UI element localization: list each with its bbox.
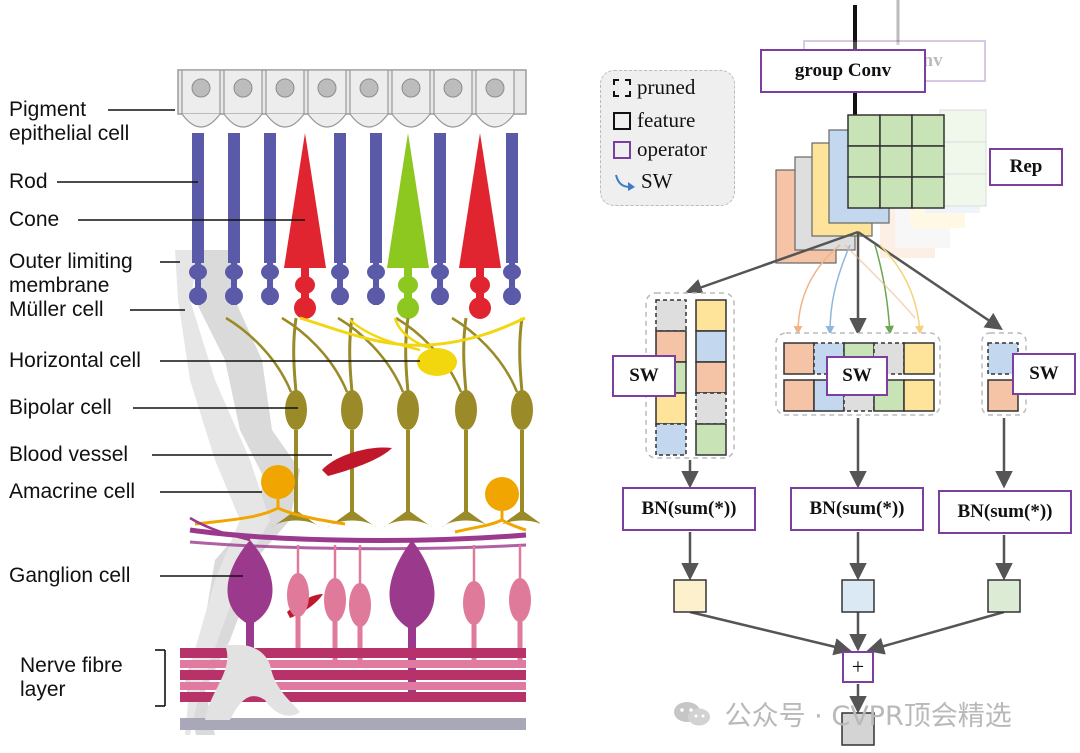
sw-colored-arrows: [793, 244, 925, 335]
cone-cell: [387, 133, 429, 319]
label-cone: Cone: [9, 208, 60, 231]
bn-sum-box-2: BN(sum(*)): [790, 487, 924, 531]
pigment-cell: [349, 69, 389, 128]
bipolar-cell: [451, 316, 540, 528]
output-square-1: [673, 579, 707, 613]
horizontal-cell: [299, 316, 526, 376]
legend-operator-label: operator: [637, 137, 707, 161]
label-leader-lines: [57, 109, 420, 707]
rep-box: Rep: [989, 148, 1063, 186]
label-horizontal: Horizontal cell: [9, 349, 141, 372]
bipolar-cell: [225, 316, 321, 528]
wechat-icon: [672, 700, 712, 728]
pigment-cell: [307, 69, 347, 128]
feature-stack: [775, 114, 945, 264]
legend-feature: feature: [613, 108, 695, 133]
small-ganglion-cell: [349, 545, 371, 665]
amacrine-cells: [194, 465, 527, 534]
small-ganglion-cell: [463, 545, 485, 663]
pigment-cell: [433, 69, 473, 128]
flow-arrows: [681, 418, 1013, 714]
sw-box-3: SW: [1012, 353, 1076, 395]
label-rod: Rod: [9, 170, 48, 193]
pigment-cell: [223, 69, 263, 128]
legend-feature-label: feature: [637, 108, 696, 132]
final-output-square: [841, 712, 875, 746]
blood-vessel: [322, 447, 392, 476]
bipolar-cell-layer: [225, 316, 540, 528]
label-nerve-line2: layer: [20, 678, 66, 701]
photoreceptor-layer: [189, 133, 521, 319]
pigment-epithelial-layer: [177, 69, 527, 128]
label-nerve-line1: Nerve fibre: [20, 654, 123, 677]
bipolar-cell: [337, 316, 433, 528]
legend-pruned-label: pruned: [637, 75, 696, 99]
small-ganglion-cell: [324, 545, 346, 660]
label-pigment-line1: Pigment: [9, 98, 87, 121]
group-conv-box: group Conv: [760, 49, 926, 93]
bipolar-cell: [281, 316, 377, 528]
plus-operator-box: +: [842, 651, 874, 683]
legend-pruned: pruned: [613, 75, 695, 100]
feature-grid: [847, 114, 945, 209]
bn-sum-box-3: BN(sum(*)): [938, 490, 1072, 534]
rod-cell: [431, 133, 449, 305]
legend-sw: SW: [613, 169, 673, 194]
pigment-cell: [265, 69, 305, 128]
pigment-cell: [391, 69, 431, 128]
watermark: 公众号 · CVPR顶会精选: [672, 694, 1012, 733]
pruned-swatch-icon: [613, 78, 631, 97]
output-square-2: [841, 579, 875, 613]
sw-arrow-icon: [615, 174, 635, 191]
operator-swatch-icon: [613, 140, 631, 159]
sw-box-2: SW: [826, 356, 888, 396]
rod-cell: [225, 133, 243, 305]
pigment-cell: [181, 69, 221, 128]
bn-sum-box-1: BN(sum(*)): [622, 487, 756, 531]
label-muller: Müller cell: [9, 298, 104, 321]
rod-cell: [261, 133, 279, 305]
split-arrows: [684, 230, 1003, 336]
rod-cell: [503, 133, 521, 305]
nerve-fibre-layer: [180, 645, 526, 730]
muller-cell-shape: [175, 250, 300, 735]
branch1-columns: [655, 299, 727, 456]
small-ganglion-cell: [509, 545, 531, 660]
label-outer-limiting-line2: membrane: [9, 274, 110, 297]
label-amacrine: Amacrine cell: [9, 480, 136, 503]
label-pigment-line2: epithelial cell: [9, 122, 130, 145]
legend: pruned feature operator SW: [600, 70, 735, 206]
feature-swatch-icon: [613, 111, 631, 130]
label-outer-limiting-line1: Outer limiting: [9, 250, 133, 273]
retina-illustration: [57, 69, 540, 735]
cone-cell: [459, 133, 501, 319]
rod-cell: [189, 133, 207, 305]
label-blood-vessel: Blood vessel: [9, 443, 129, 466]
small-ganglion-cell: [287, 545, 309, 655]
output-square-3: [987, 579, 1021, 613]
cone-cell: [284, 133, 326, 319]
rod-cell: [367, 133, 385, 305]
label-ganglion: Ganglion cell: [9, 564, 131, 587]
label-bipolar: Bipolar cell: [9, 396, 112, 419]
watermark-text: 公众号 · CVPR顶会精选: [724, 701, 1012, 732]
pigment-cell: [475, 69, 515, 128]
ganglion-dendrite-band: [189, 516, 527, 551]
sw-box-1: SW: [612, 355, 676, 397]
legend-operator: operator: [613, 137, 707, 162]
rod-cell: [331, 133, 349, 305]
legend-sw-label: SW: [641, 169, 673, 193]
